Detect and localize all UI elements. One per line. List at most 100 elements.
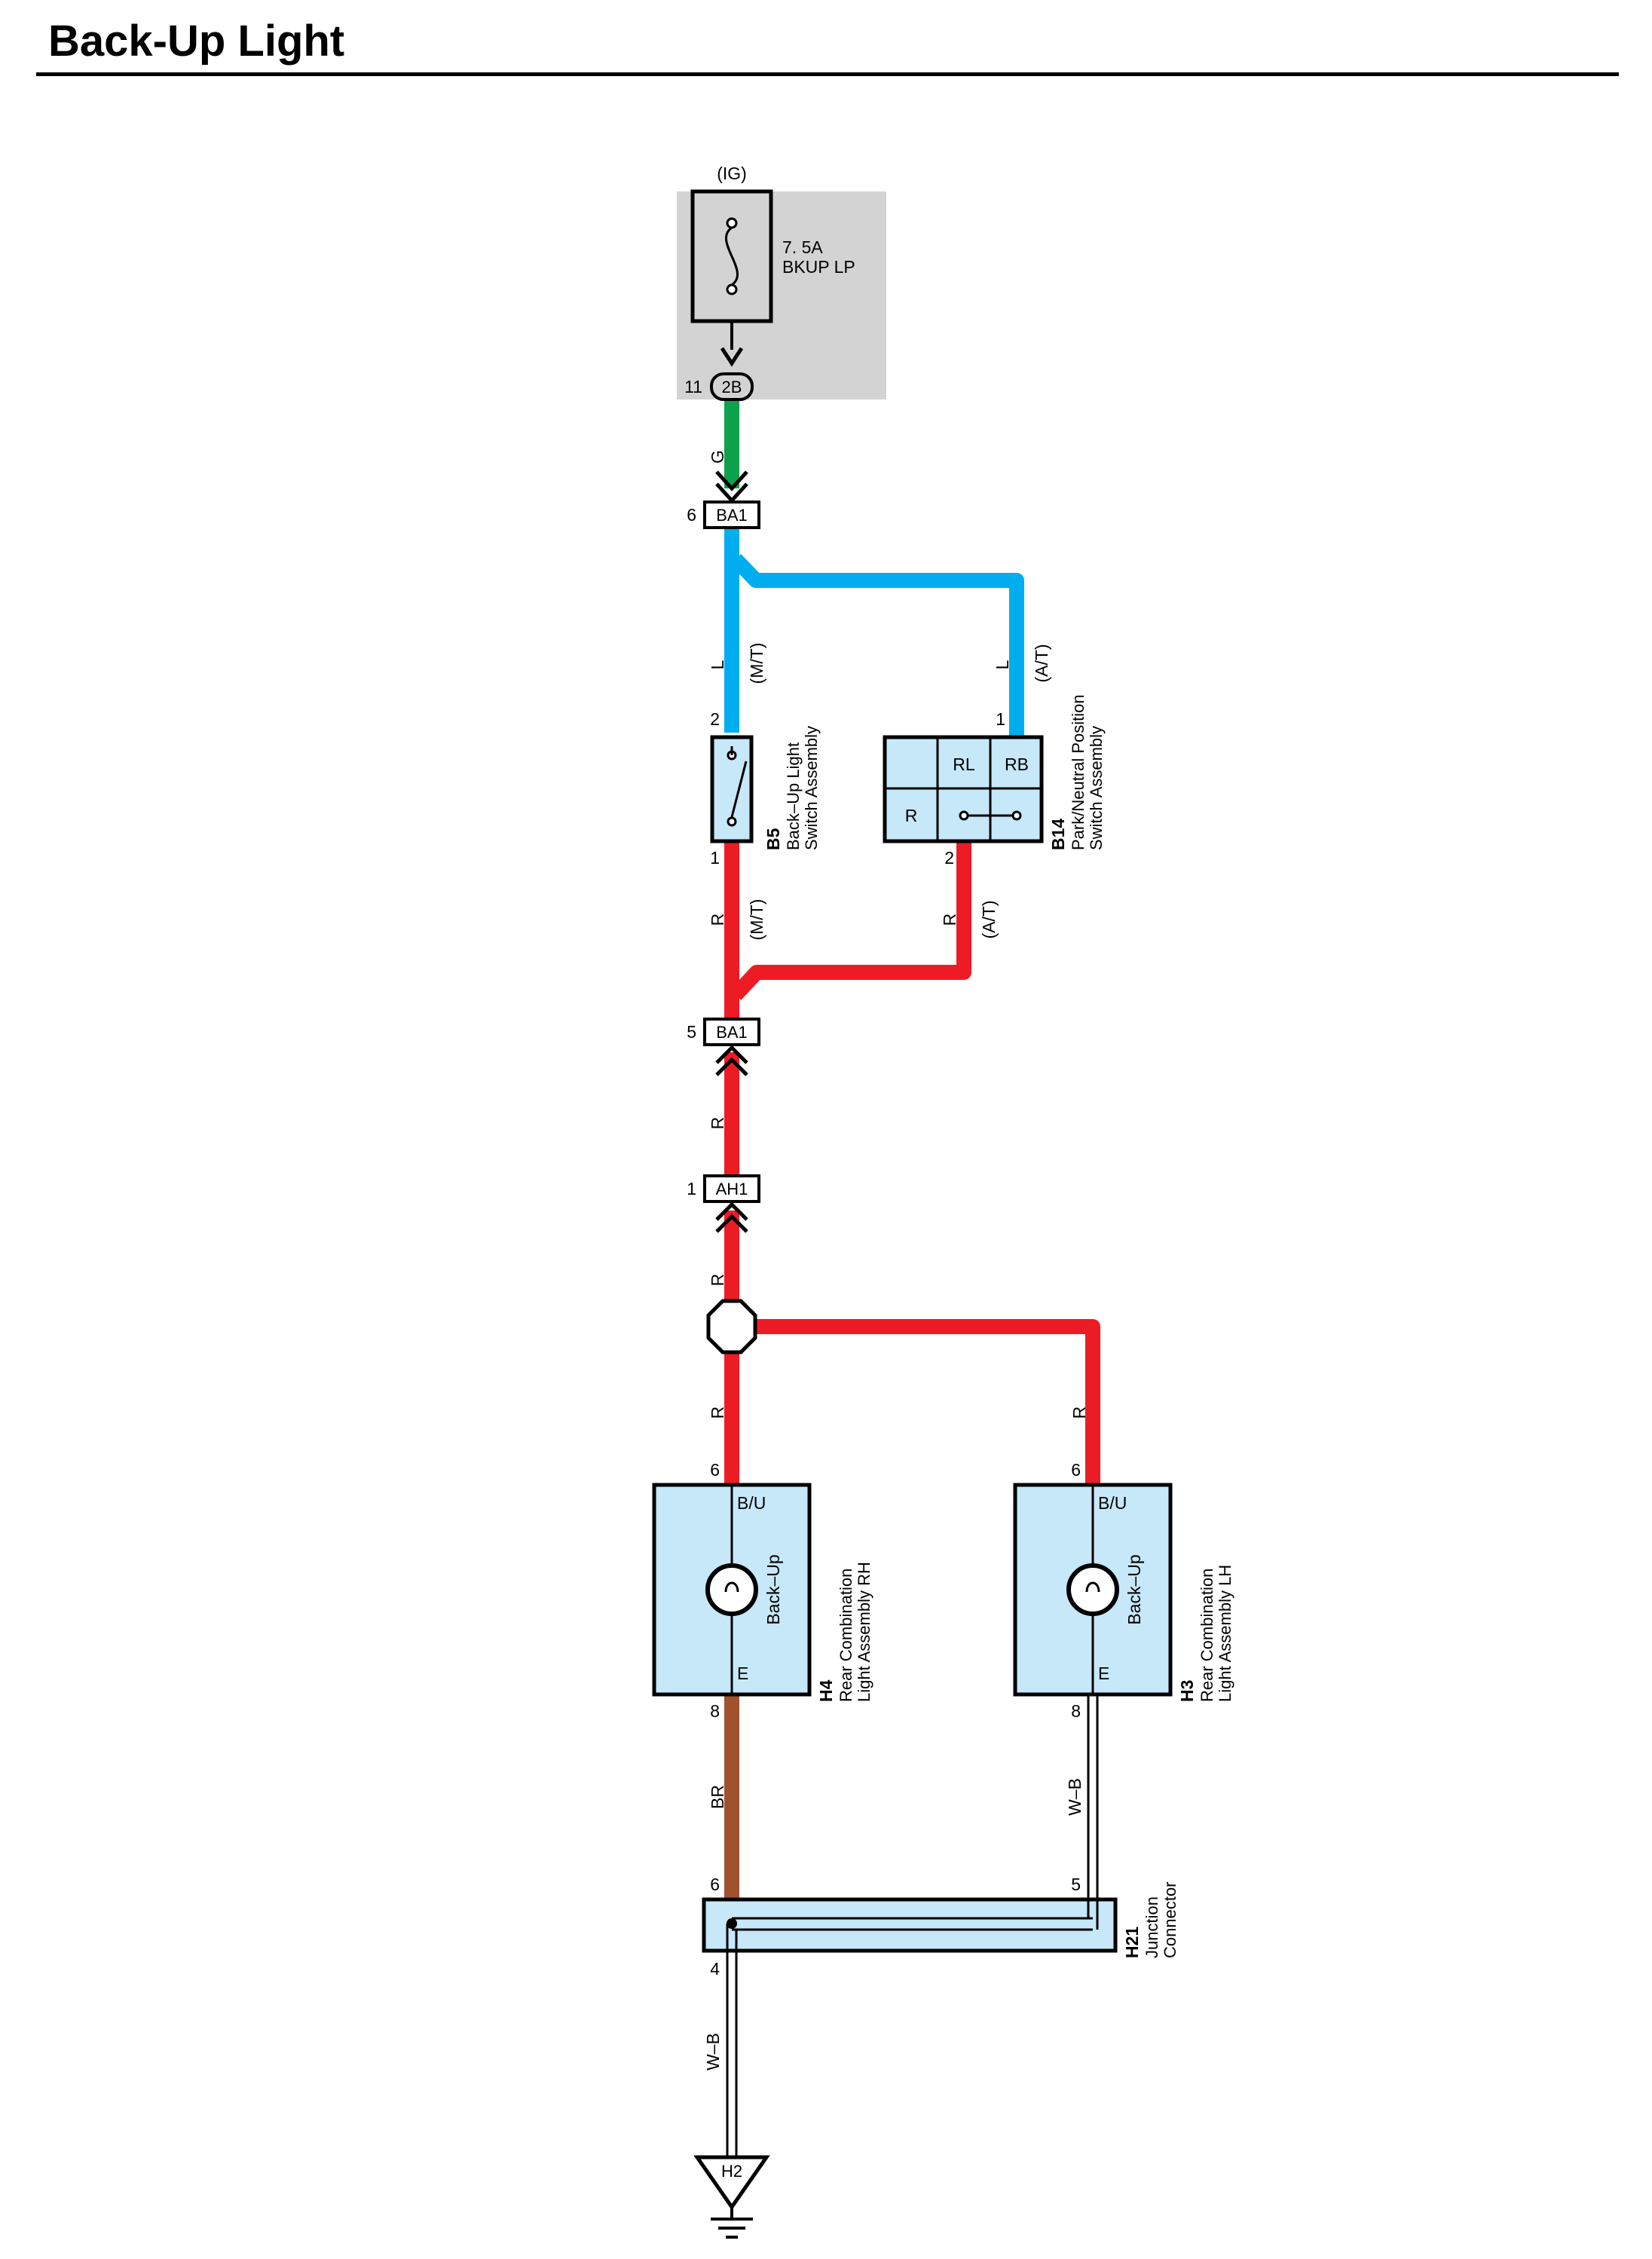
wire-label-r-h4: R: [708, 1407, 727, 1419]
switch-b14-cell-rl: RL: [953, 755, 975, 774]
switch-b14-pin-top: 1: [996, 709, 1005, 729]
switch-b14: RL RB R 1 2 B14 Park/Neutral Position Sw…: [883, 694, 1106, 868]
switch-b14-contact-right: [1011, 810, 1022, 821]
ground-triangle: [693, 2155, 770, 2211]
title-rule: [36, 72, 1619, 76]
lamp-h4-name-2: Light Assembly RH: [855, 1562, 873, 1702]
connector-ba1-bottom: BA1 5: [687, 1018, 760, 1046]
junction-h21-pin-right: 5: [1071, 1875, 1081, 1894]
switch-b14-contact-left: [959, 810, 969, 821]
wire-label-l-at: L: [993, 660, 1012, 669]
lamp-h4-name-1: Rear Combination: [837, 1569, 855, 1702]
fuse-name-label: BKUP LP: [782, 257, 855, 277]
switch-b5: 2 1 B5 Back–Up Light Switch Assembly: [710, 709, 821, 868]
switch-b5-pin-top: 2: [710, 709, 720, 729]
lamp-h3-lamp-label: Back–Up: [1124, 1554, 1144, 1624]
lamp-h4-code: H4: [816, 1679, 836, 1702]
wire-label-wb-ground: W–B: [703, 2033, 723, 2071]
junction-h21-pin-bottom: 4: [710, 1959, 720, 1979]
lamp-h4-lamp-label: Back–Up: [763, 1554, 783, 1624]
switch-b14-name-2: Switch Assembly: [1087, 726, 1106, 850]
junction-h21-pin-left: 6: [710, 1875, 720, 1894]
lamp-bulb-icon: [705, 1563, 758, 1616]
switch-b5-lever: [730, 761, 748, 818]
fuse-element-icon: [725, 226, 739, 286]
chevron-up-icon: [715, 1201, 748, 1233]
lamp-h3-pin-top: 6: [1071, 1460, 1081, 1480]
wire-label-l-mt: L: [708, 660, 727, 669]
switch-b5-code: B5: [763, 828, 783, 850]
connector-ba1-top-shape: [703, 500, 760, 529]
switch-b14-pin-bottom: 2: [944, 848, 954, 868]
fuse-top-terminal: [726, 217, 738, 229]
switch-b14-code: B14: [1048, 819, 1068, 850]
fuse-bottom-terminal: [726, 283, 738, 295]
lamp-h4-term-top: B/U: [737, 1493, 766, 1513]
fuse-arrow-icon: [720, 347, 744, 367]
switch-b14-cell-rb: RB: [1005, 755, 1029, 774]
switch-b5-pin-bottom: 1: [710, 848, 720, 868]
fuse-block: (IG) 7. 5A BKUP LP: [677, 164, 886, 399]
lamp-h3-term-top: B/U: [1098, 1493, 1127, 1513]
junction-h21-node: [727, 1918, 737, 1929]
lamp-h4: B/U E Back–Up 6 8 H4 Rear Combination Li…: [652, 1460, 873, 1721]
fuse-source-label: (IG): [717, 164, 747, 183]
wire-label-mt-lower: (M/T): [747, 899, 766, 941]
wire-label-br: BR: [708, 1785, 727, 1809]
wire-label-r-mt: R: [708, 914, 727, 926]
splice-point: [706, 1299, 757, 1354]
lamp-h3-name-2: Light Assembly LH: [1216, 1565, 1234, 1702]
connector-2b-label: 2B: [722, 378, 742, 396]
junction-h21-code: H21: [1122, 1927, 1142, 1958]
connector-ba1-bottom-shape: [703, 1018, 760, 1046]
wire-label-mt-upper: (M/T): [747, 643, 766, 684]
wire-label-r-at: R: [940, 914, 959, 926]
lamp-h3-code: H3: [1177, 1680, 1197, 1702]
connector-ba1-bottom-label: BA1: [716, 1023, 748, 1042]
lamp-h3-name-1: Rear Combination: [1198, 1569, 1216, 1702]
junction-h21-body: [702, 1897, 1118, 1953]
fuse-rating-label: 7. 5A: [782, 237, 823, 257]
chevron-up-icon: [715, 1045, 748, 1076]
wire-red-splice-h3: [749, 1319, 1100, 1483]
lamp-h4-pin-top: 6: [710, 1460, 720, 1480]
wire-label-wb-h3: W–B: [1065, 1778, 1085, 1816]
junction-h21-name-2: Connector: [1161, 1881, 1179, 1958]
wire-label-r-h3: R: [1069, 1407, 1089, 1419]
wire-blue-branch-at: [730, 554, 1024, 736]
wire-label-r-ba1-ah1: R: [708, 1117, 727, 1130]
junction-h21: 6 5 4 H21 Junction Connector: [702, 1875, 1179, 1979]
connector-ba1-top: BA1 6: [687, 500, 760, 529]
lamp-h3-pin-bottom: 8: [1071, 1701, 1081, 1721]
junction-h21-name-1: Junction: [1143, 1896, 1161, 1958]
connector-ba1-bottom-pin: 5: [687, 1022, 696, 1042]
wire-red-branch-at: [730, 841, 971, 1000]
connector-ah1-label: AH1: [716, 1180, 748, 1198]
connector-2b-shape: [710, 372, 754, 401]
lamp-filament-icon: [724, 1581, 739, 1593]
wire-label-at-lower: (A/T): [979, 900, 999, 938]
connector-ah1: AH1 1: [687, 1174, 760, 1203]
wire-label-at-upper: (A/T): [1032, 644, 1051, 682]
connector-ba1-top-pin: 6: [687, 505, 696, 525]
wire-label-g: G: [708, 450, 727, 464]
connector-2b: 2B 11: [684, 372, 754, 401]
connector-ah1-pin: 1: [687, 1179, 696, 1198]
connector-ba1-top-label: BA1: [716, 506, 748, 525]
switch-b5-name-2: Switch Assembly: [802, 726, 821, 850]
lamp-h3-term-bottom: E: [1098, 1664, 1109, 1683]
ground-h2-label: H2: [721, 2162, 742, 2181]
switch-b5-bottom-contact: [727, 816, 737, 827]
ground-h2: H2: [693, 2155, 770, 2239]
page-title: Back-Up Light: [48, 17, 345, 66]
lamp-h3: B/U E Back–Up 6 8 H3 Rear Combination Li…: [1013, 1460, 1234, 1721]
lamp-h4-pin-bottom: 8: [710, 1701, 720, 1721]
switch-b14-name-1: Park/Neutral Position: [1069, 694, 1088, 850]
switch-b14-cell-r: R: [905, 806, 918, 825]
lamp-h4-term-bottom: E: [737, 1664, 748, 1683]
fuse-box-shade: [677, 191, 886, 399]
wire-label-r-ah1-splice: R: [708, 1274, 727, 1287]
lamp-bulb-icon: [1066, 1563, 1119, 1616]
switch-b5-name-1: Back–Up Light: [784, 742, 803, 850]
connector-2b-pin: 11: [684, 377, 702, 396]
